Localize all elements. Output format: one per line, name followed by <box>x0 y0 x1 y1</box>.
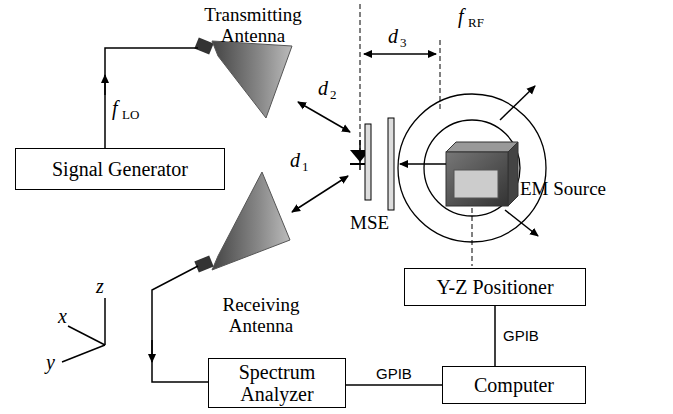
annotation-label: y <box>46 352 55 373</box>
mse-plate <box>365 124 371 200</box>
subscript-label: RF <box>468 16 484 30</box>
subscript-label: 2 <box>330 88 337 102</box>
annotation-label: Receiving Antenna <box>206 294 316 336</box>
instrument-box: Computer <box>442 366 586 404</box>
mse-plate <box>388 118 394 210</box>
em-source-box <box>446 142 518 206</box>
box-label: Signal Generator <box>52 158 188 180</box>
annotation-label: MSE <box>350 212 389 233</box>
if-wire <box>152 266 208 382</box>
annotation-label: d <box>318 78 328 99</box>
gpib-cable <box>346 384 442 386</box>
instrument-box: Spectrum Analyzer <box>208 358 346 408</box>
annotation-label: EM Source <box>520 178 606 199</box>
subscript-label: LO <box>122 108 139 122</box>
d3-dimension <box>364 53 436 55</box>
gpib-cable <box>494 306 496 366</box>
mse-axis <box>360 4 361 150</box>
annotation-label: z <box>96 276 104 297</box>
box-label: Spectrum Analyzer <box>209 361 345 405</box>
axes <box>62 298 105 362</box>
wavefront <box>424 120 520 216</box>
annotation-label: f <box>458 6 464 27</box>
annotation-label: f <box>112 98 118 119</box>
edge-label: GPIB <box>374 366 414 382</box>
instrument-box: Signal Generator <box>15 148 225 190</box>
transmitting-horn <box>194 37 292 118</box>
subscript-label: 3 <box>400 36 407 50</box>
edge-label: GPIB <box>501 328 541 344</box>
annotation-label: d <box>388 26 398 47</box>
d2-dimension <box>298 102 350 132</box>
instrument-box: Y-Z Positioner <box>404 268 586 306</box>
annotation-label: Transmitting Antenna <box>198 4 308 46</box>
annotation-label: d <box>290 150 300 171</box>
lo-wire <box>105 48 198 148</box>
d1-dimension <box>292 176 348 212</box>
annotation-label: x <box>58 306 67 327</box>
box-label: Computer <box>474 374 554 396</box>
box-label: Y-Z Positioner <box>436 276 553 298</box>
subscript-label: 1 <box>302 160 309 174</box>
